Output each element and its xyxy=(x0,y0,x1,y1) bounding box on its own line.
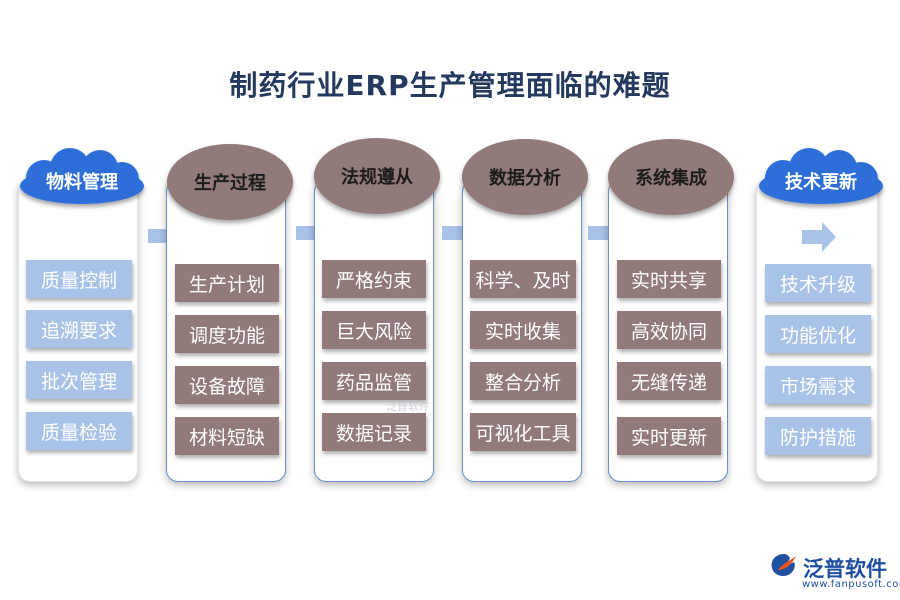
list-item: 材料短缺 xyxy=(175,417,279,455)
logo-name: 泛普软件 xyxy=(803,557,887,581)
list-item: 功能优化 xyxy=(765,315,871,353)
list-item: 实时共享 xyxy=(617,260,721,298)
header-compliance: 法规遵从 xyxy=(314,138,440,214)
list-item: 巨大风险 xyxy=(322,311,426,349)
fanpu-logo-icon xyxy=(771,554,796,576)
list-item: 实时更新 xyxy=(617,417,721,455)
list-item: 科学、及时 xyxy=(470,260,576,298)
list-item: 无缝传递 xyxy=(617,362,721,400)
list-item: 生产计划 xyxy=(175,264,279,302)
list-item: 高效协同 xyxy=(617,311,721,349)
list-item: 设备故障 xyxy=(175,366,279,404)
arrow-right-icon xyxy=(802,222,836,252)
list-item: 防护措施 xyxy=(765,417,871,455)
header-system-integration: 系统集成 xyxy=(608,139,734,215)
cloud-header-material: 物料管理 xyxy=(12,146,152,210)
cloud-icon xyxy=(759,148,883,204)
list-item: 批次管理 xyxy=(26,361,132,399)
cloud-icon xyxy=(20,148,144,204)
cloud-header-tech-update: 技术更新 xyxy=(751,146,891,210)
diagram-title: 制药行业ERP生产管理面临的难题 xyxy=(229,69,671,102)
list-item: 严格约束 xyxy=(322,260,426,298)
list-item: 数据记录 xyxy=(322,413,426,451)
list-item: 药品监管 xyxy=(322,362,426,400)
header-production: 生产过程 xyxy=(167,144,293,220)
header-label: 物料管理 xyxy=(46,172,118,193)
list-item: 实时收集 xyxy=(470,311,576,349)
logo-url: www.fanpusoft.com xyxy=(802,579,900,590)
list-item: 质量检验 xyxy=(26,412,132,450)
header-label: 技术更新 xyxy=(785,172,857,193)
list-item: 可视化工具 xyxy=(470,413,576,451)
header-data-analysis: 数据分析 xyxy=(462,139,588,215)
list-item: 调度功能 xyxy=(175,315,279,353)
list-item: 追溯要求 xyxy=(26,310,132,348)
list-item: 技术升级 xyxy=(765,264,871,302)
list-item: 质量控制 xyxy=(26,260,132,298)
list-item: 整合分析 xyxy=(470,362,576,400)
list-item: 市场需求 xyxy=(765,366,871,404)
watermark: 泛普软件 xyxy=(386,400,430,413)
